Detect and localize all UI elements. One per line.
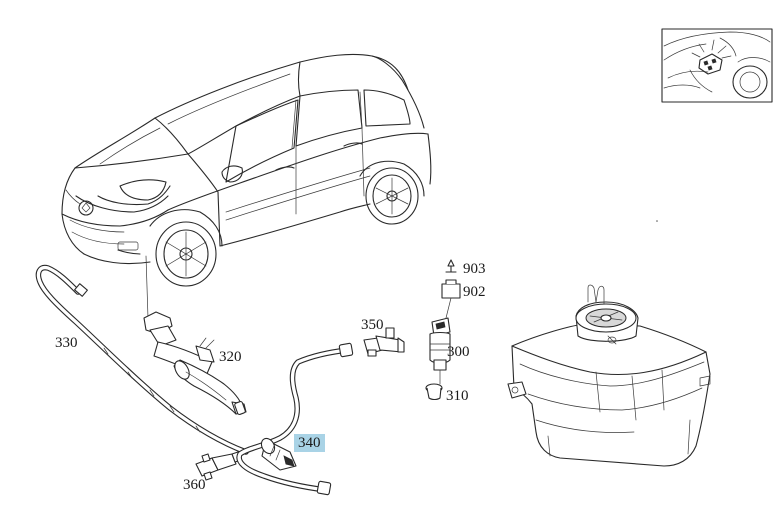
- label-part-340-highlighted: 340: [294, 434, 325, 452]
- leader-line-902: [445, 297, 452, 319]
- part-902-connector-symbol: [441, 279, 461, 299]
- label-part-360: 360: [183, 477, 206, 493]
- part-320-nozzle: [143, 311, 247, 415]
- washer-fluid-tank: [507, 284, 711, 467]
- label-part-310: 310: [446, 388, 469, 404]
- inset-detail-view: [661, 28, 773, 103]
- label-part-350: 350: [361, 317, 384, 333]
- part-300-pump: [429, 317, 451, 385]
- leader-line-car: [145, 255, 149, 319]
- label-part-902: 902: [463, 284, 486, 300]
- label-part-330: 330: [55, 335, 78, 351]
- car-illustration: [61, 53, 432, 287]
- label-part-320: 320: [219, 349, 242, 365]
- label-part-903: 903: [463, 261, 486, 277]
- part-330-hose: [35, 264, 249, 455]
- part-340-hose: [236, 342, 354, 496]
- speck: [656, 220, 658, 222]
- part-350-connector: [363, 327, 405, 357]
- part-903-symbol: [445, 259, 457, 273]
- label-part-300: 300: [447, 344, 470, 360]
- part-310-seal: [425, 383, 443, 401]
